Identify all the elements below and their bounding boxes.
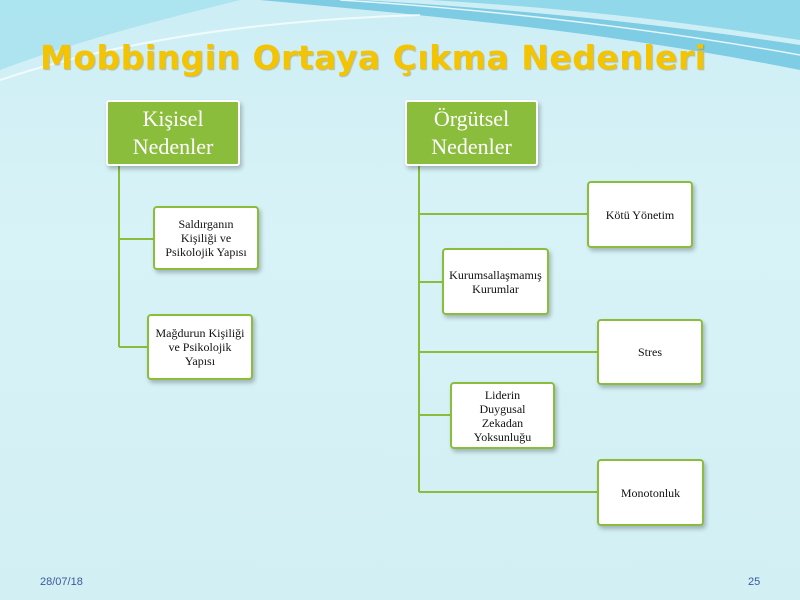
leader-ei-lack-box: Liderin Duygusal Zekadan Yoksunluğu: [450, 382, 555, 449]
stress-box: Stres: [597, 319, 703, 385]
organizational-causes-header: Örgütsel Nedenler: [405, 100, 538, 166]
header-wave-decoration: [0, 0, 800, 81]
victim-personality-box: Mağdurun Kişiliği ve Psikolojik Yapısı: [147, 314, 253, 380]
slide-page-number: 25: [748, 576, 761, 588]
personal-causes-header: Kişisel Nedenler: [106, 100, 240, 166]
aggressor-personality-box: Saldırganın Kişiliği ve Psikolojik Yapıs…: [153, 206, 259, 270]
monotony-box: Monotonluk: [597, 459, 704, 526]
slide-title: Mobbingin Ortaya Çıkma Nedenleri: [40, 38, 707, 77]
non-institutionalized-box: Kurumsallaşmamış Kurumlar: [442, 248, 549, 315]
slide-date: 28/07/18: [40, 576, 83, 588]
bad-management-box: Kötü Yönetim: [587, 181, 693, 248]
